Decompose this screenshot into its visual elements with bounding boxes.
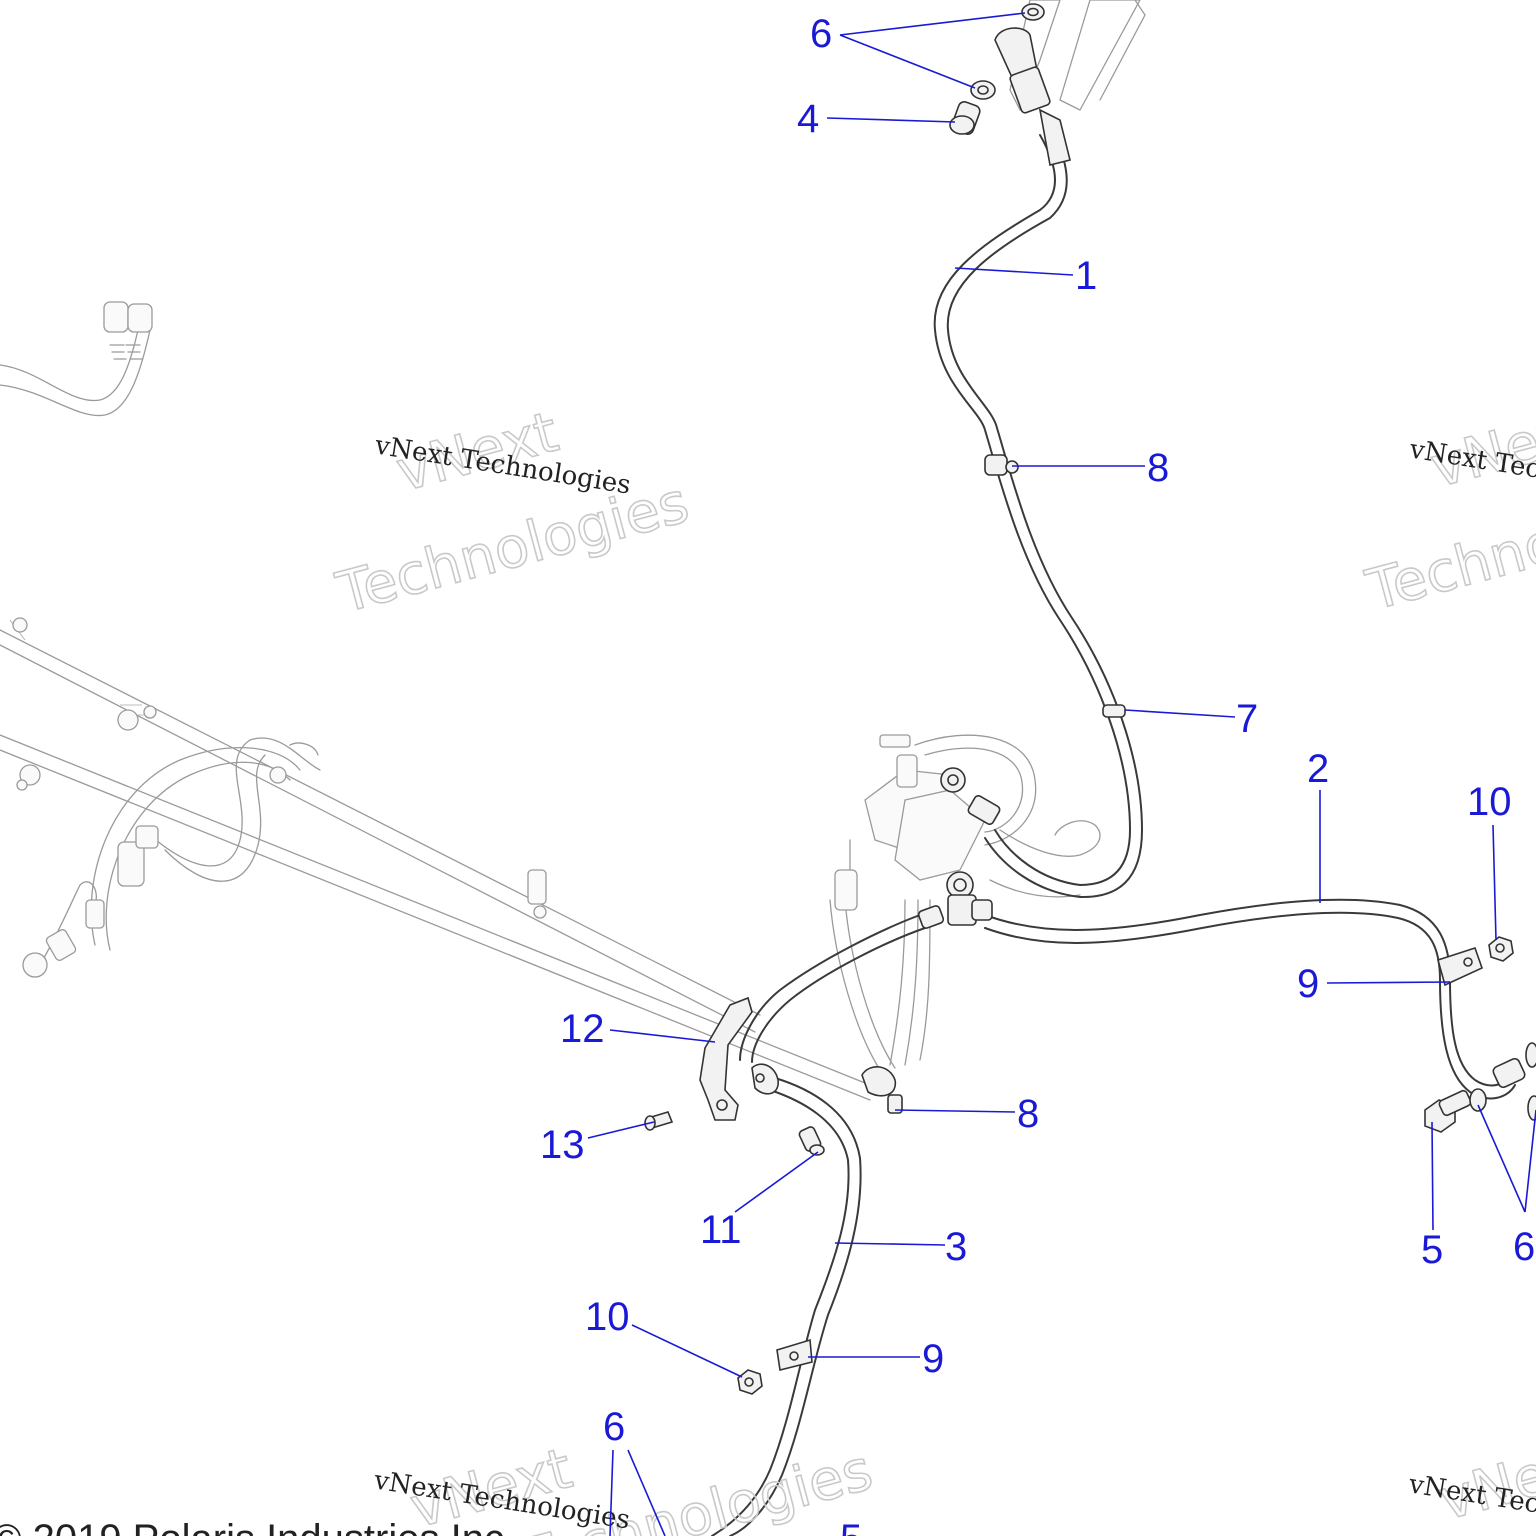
copyright-text: © 2019 Polaris Industries Inc. xyxy=(0,1517,515,1536)
callout-11: 11 xyxy=(700,1208,742,1252)
leader-lines xyxy=(587,12,1536,1536)
callout-5-lower: 5 xyxy=(840,1517,862,1536)
callout-6-right: 6 xyxy=(1513,1225,1535,1269)
callout-6-top: 6 xyxy=(810,12,832,56)
callout-5-right: 5 xyxy=(1421,1228,1443,1272)
callout-1: 1 xyxy=(1075,254,1097,298)
callout-4: 4 xyxy=(797,97,819,141)
callout-8-top: 8 xyxy=(1147,446,1169,490)
callout-3: 3 xyxy=(945,1225,967,1269)
callout-9-lower: 9 xyxy=(922,1337,944,1381)
hardware xyxy=(644,0,1536,1395)
svg-text:Technologies: Technologies xyxy=(330,470,695,626)
callout-2: 2 xyxy=(1307,747,1329,791)
callout-9-right: 9 xyxy=(1297,962,1319,1006)
callout-8-lower: 8 xyxy=(1017,1092,1039,1136)
callouts: 6 4 1 8 7 2 10 9 12 8 13 11 3 5 6 10 9 6… xyxy=(540,12,1535,1536)
callout-12: 12 xyxy=(560,1007,605,1051)
callout-7: 7 xyxy=(1236,697,1258,741)
brake-hoses xyxy=(711,129,1516,1536)
callout-10-right: 10 xyxy=(1467,780,1512,824)
callout-6-lower: 6 xyxy=(603,1405,625,1449)
callout-10-lower: 10 xyxy=(585,1295,630,1339)
callout-13: 13 xyxy=(540,1123,585,1167)
